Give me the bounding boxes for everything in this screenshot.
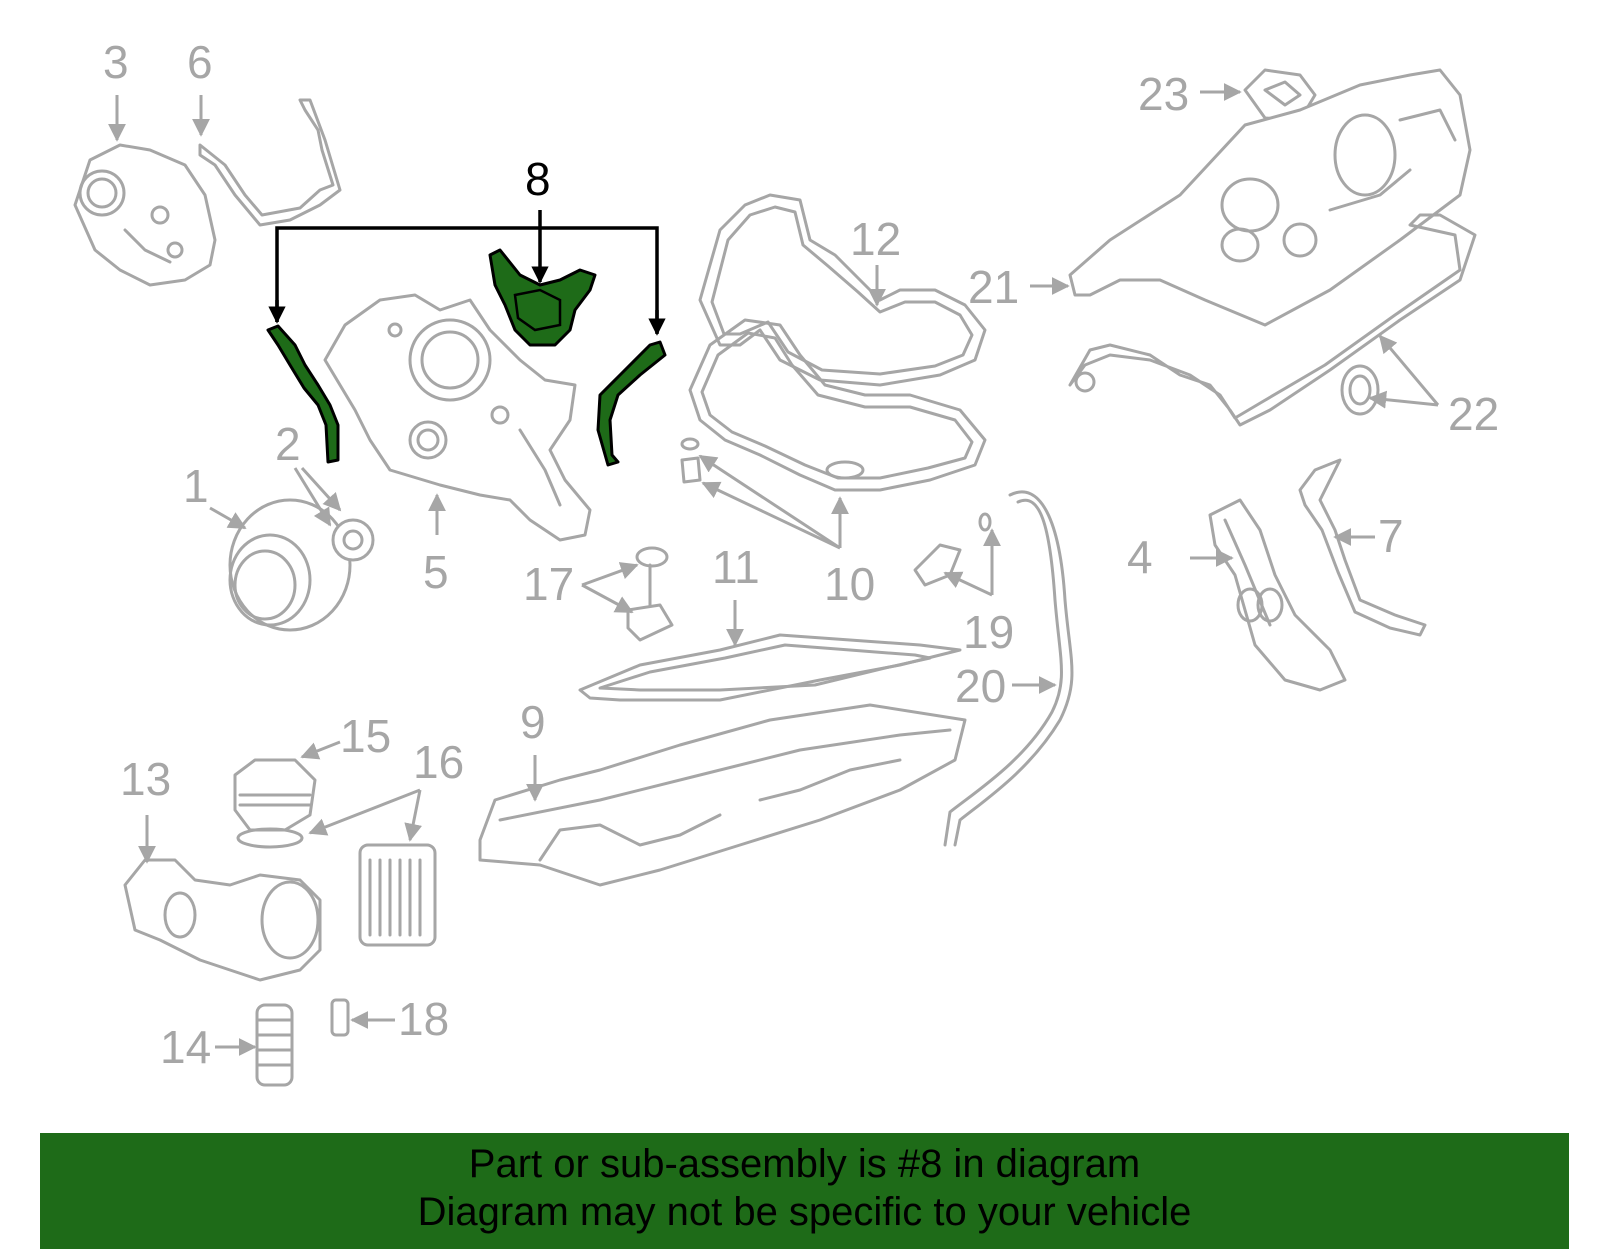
part-10-oil-pan-upper xyxy=(688,318,987,492)
callout-9: 9 xyxy=(520,696,546,748)
callout-6: 6 xyxy=(187,36,213,88)
callout-20: 20 xyxy=(955,660,1006,712)
part-20-dipstick-tube xyxy=(943,490,1074,847)
part-8-highlighted xyxy=(266,248,667,467)
banner-line-2: Diagram may not be specific to your vehi… xyxy=(417,1190,1192,1234)
part-19-sensor xyxy=(913,512,992,587)
part-14-spring xyxy=(255,1003,294,1087)
callout-2: 2 xyxy=(275,418,301,470)
info-banner: Part or sub-assembly is #8 in diagram Di… xyxy=(40,1133,1569,1249)
part-9-oil-pan xyxy=(478,703,967,887)
part-12-gasket xyxy=(698,193,987,387)
callout-4: 4 xyxy=(1127,531,1153,583)
part-7-gasket xyxy=(1298,458,1427,637)
callout-8-bracket xyxy=(268,210,666,336)
part-10-plug xyxy=(680,437,702,484)
callout-22: 22 xyxy=(1448,388,1499,440)
part-3-cover xyxy=(73,143,217,287)
part-18-valve xyxy=(330,998,350,1037)
part-1-pulley xyxy=(228,498,352,632)
callout-15: 15 xyxy=(340,710,391,762)
part-21-valve-cover xyxy=(1068,68,1472,327)
part-23-cap xyxy=(1243,68,1317,122)
callout-13: 13 xyxy=(120,753,171,805)
part-6-gasket xyxy=(198,98,342,227)
part-16-filter xyxy=(236,827,437,947)
callout-7: 7 xyxy=(1378,510,1404,562)
callout-14: 14 xyxy=(160,1021,211,1073)
callout-21: 21 xyxy=(968,261,1019,313)
part-2-hub xyxy=(331,518,375,562)
callout-17: 17 xyxy=(523,558,574,610)
part-5-front-cover xyxy=(323,293,592,542)
part-11-gasket xyxy=(578,633,962,702)
part-15-filter-cap xyxy=(233,758,317,832)
callout-5: 5 xyxy=(423,546,449,598)
callout-8: 8 xyxy=(525,153,551,205)
callout-19: 19 xyxy=(963,606,1014,658)
callout-labels: 3 6 8 2 1 5 12 21 23 22 10 11 17 19 20 9… xyxy=(103,36,1499,1073)
callout-pointers xyxy=(108,83,1440,1056)
callout-10: 10 xyxy=(824,558,875,610)
callout-23: 23 xyxy=(1138,68,1189,120)
callout-12: 12 xyxy=(850,213,901,265)
callout-18: 18 xyxy=(398,993,449,1045)
banner-line-1: Part or sub-assembly is #8 in diagram xyxy=(468,1142,1141,1186)
callout-16: 16 xyxy=(413,736,464,788)
callout-3: 3 xyxy=(103,36,129,88)
part-13-filter-housing xyxy=(123,858,322,982)
callout-1: 1 xyxy=(183,460,209,512)
part-4-cover xyxy=(1208,498,1347,692)
callout-11: 11 xyxy=(712,541,760,593)
part-17-sensor xyxy=(626,546,674,642)
